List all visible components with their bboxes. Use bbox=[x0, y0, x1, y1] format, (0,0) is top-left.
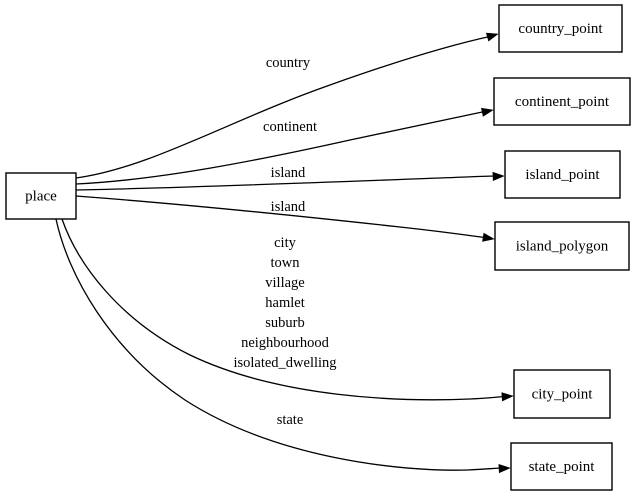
nodes-layer: place country_point continent_point island_… bbox=[5, 4, 631, 491]
node-box[interactable] bbox=[5, 172, 77, 220]
node-city_point[interactable]: city_point bbox=[513, 369, 611, 419]
edge-line bbox=[75, 110, 488, 185]
edges-layer bbox=[55, 32, 514, 474]
edge-line bbox=[61, 218, 508, 401]
edge-line bbox=[75, 195, 489, 239]
node-island_polygon[interactable]: island_polygon bbox=[494, 221, 630, 271]
edge-label: town bbox=[271, 255, 301, 271]
node-label: island_polygon bbox=[516, 238, 609, 254]
edge-place-to-city_point bbox=[61, 218, 514, 402]
edge-label: continent bbox=[263, 119, 317, 135]
node-label: place bbox=[25, 188, 57, 204]
node-state_point[interactable]: state_point bbox=[510, 442, 613, 491]
arrowhead-icon bbox=[482, 232, 495, 242]
arrowhead-icon bbox=[498, 464, 511, 474]
edge-place-to-state_point bbox=[55, 218, 511, 474]
edge-label: city bbox=[274, 235, 296, 251]
node-label: island_point bbox=[525, 167, 600, 183]
node-label: state_point bbox=[529, 459, 596, 475]
node-box[interactable] bbox=[493, 77, 631, 126]
edge-line bbox=[55, 218, 505, 471]
node-label: continent_point bbox=[515, 94, 610, 110]
edge-label: village bbox=[265, 275, 304, 291]
edge-label: isolated_dwelling bbox=[233, 355, 336, 371]
edge-place-to-continent_point bbox=[75, 107, 494, 185]
arrowhead-icon bbox=[481, 107, 494, 117]
node-label: country_point bbox=[518, 21, 603, 37]
edge-line bbox=[75, 35, 493, 179]
edge-line bbox=[75, 175, 499, 191]
edge-label: suburb bbox=[265, 315, 304, 331]
node-label: city_point bbox=[532, 386, 594, 402]
arrowhead-icon bbox=[485, 32, 499, 42]
edge-label: hamlet bbox=[265, 295, 304, 311]
edge-place-to-island_point bbox=[75, 171, 505, 191]
edge-place-to-island_polygon bbox=[75, 195, 495, 242]
node-box[interactable] bbox=[494, 221, 630, 271]
arrowhead-icon bbox=[501, 392, 514, 402]
edge-label: neighbourhood bbox=[241, 335, 330, 351]
edge-label: country bbox=[266, 55, 311, 71]
edge-place-to-country_point bbox=[75, 32, 499, 179]
edge-label: island bbox=[271, 199, 306, 215]
node-island_point[interactable]: island_point bbox=[504, 150, 621, 199]
node-box[interactable] bbox=[504, 150, 621, 199]
node-country_point[interactable]: country_point bbox=[498, 4, 623, 53]
edge-label: state bbox=[277, 412, 304, 428]
edge-labels-layer: country continent island island city town vill… bbox=[233, 55, 336, 428]
node-box[interactable] bbox=[498, 4, 623, 53]
edge-label: island bbox=[271, 165, 306, 181]
node-box[interactable] bbox=[510, 442, 613, 491]
arrowhead-icon bbox=[492, 171, 505, 181]
node-box[interactable] bbox=[513, 369, 611, 419]
node-place[interactable]: place bbox=[5, 172, 77, 220]
node-continent_point[interactable]: continent_point bbox=[493, 77, 631, 126]
